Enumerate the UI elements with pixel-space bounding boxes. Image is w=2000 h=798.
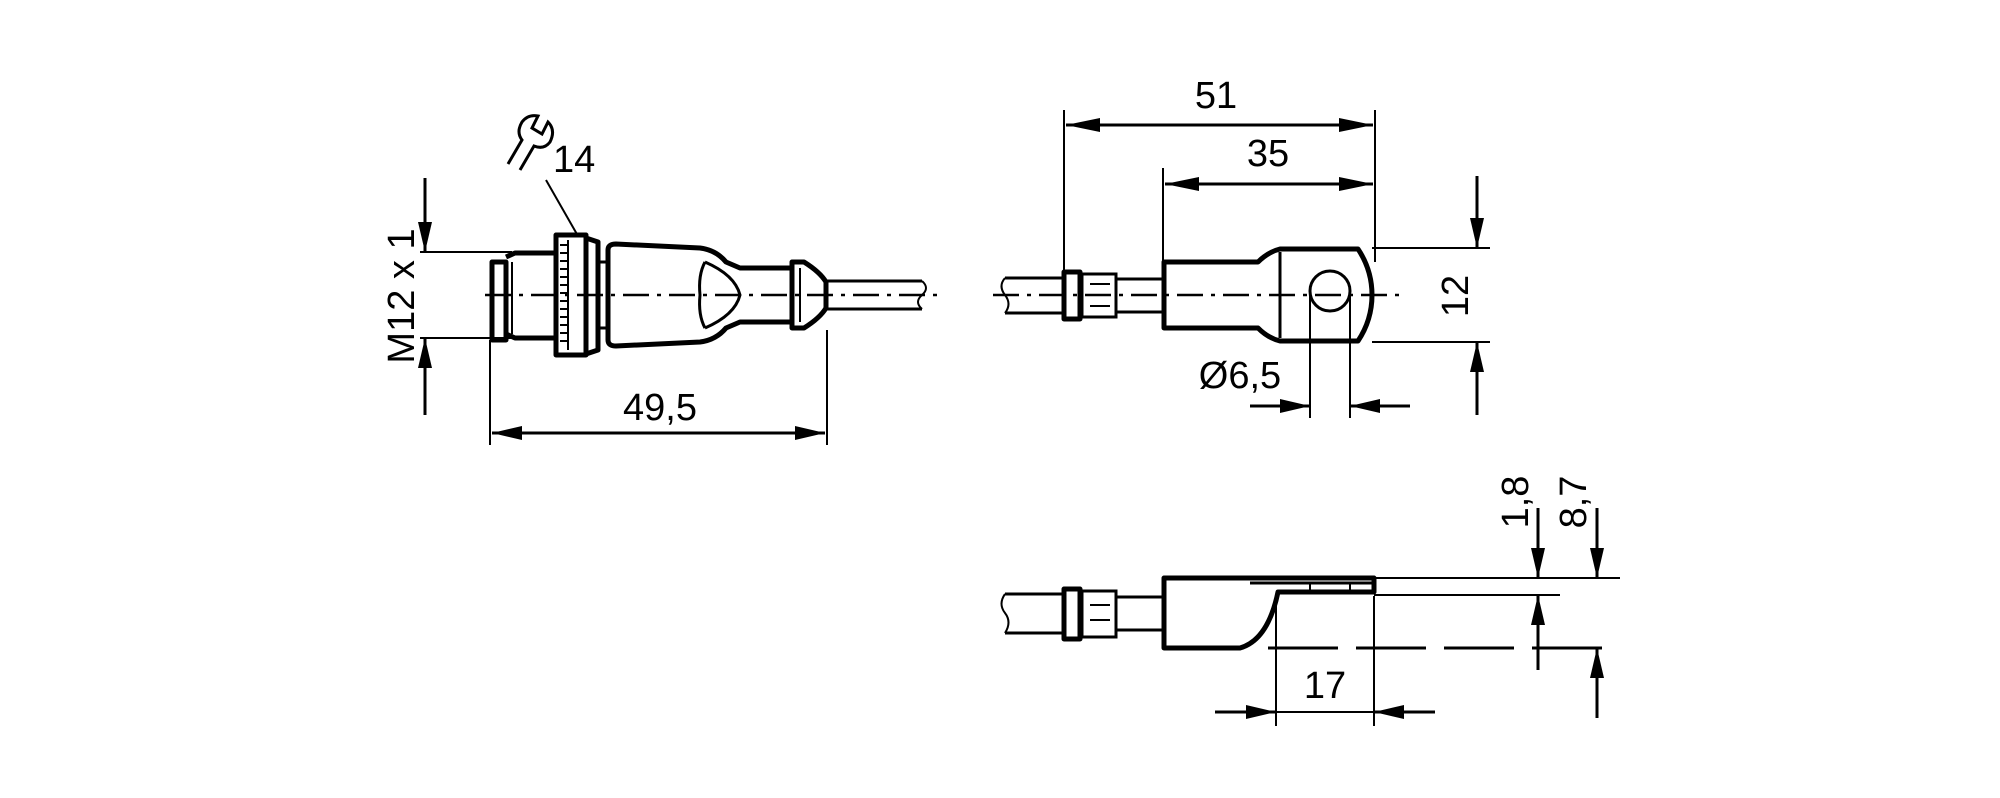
overall-length-label: 51 bbox=[1195, 75, 1237, 117]
ferrule-collar bbox=[1061, 586, 1083, 642]
lug-width-label: 12 bbox=[1435, 275, 1477, 317]
lug-length-label: 35 bbox=[1247, 133, 1289, 175]
thread-size-label: M12 x 1 bbox=[381, 228, 423, 363]
ferrule-collar bbox=[1061, 269, 1083, 322]
lug-hole bbox=[1308, 269, 1352, 313]
ring-lug bbox=[1161, 246, 1375, 344]
wrench-leader-line bbox=[545, 179, 579, 237]
thread-front-ring bbox=[489, 259, 509, 343]
wrench-icon bbox=[506, 114, 555, 171]
crimp-knurl bbox=[1080, 272, 1118, 319]
left-connector-view: M12 x 1 14 49,5 bbox=[381, 114, 940, 445]
body-grip-contour bbox=[704, 260, 742, 330]
offset-length-label: 17 bbox=[1304, 665, 1346, 707]
lug-side-profile bbox=[1161, 575, 1377, 651]
wrench-size-label: 14 bbox=[553, 139, 595, 181]
knurled-nut bbox=[553, 232, 610, 358]
cable bbox=[1005, 592, 1064, 635]
hole-diameter-label: Ø6,5 bbox=[1199, 355, 1281, 397]
length-label: 49,5 bbox=[623, 387, 697, 429]
height-label: 8,7 bbox=[1553, 476, 1595, 529]
cable bbox=[1005, 276, 1064, 315]
top-right-terminal-view: 51 35 12 Ø6,5 bbox=[993, 75, 1490, 418]
bottom-right-terminal-view: 1,8 8,7 17 bbox=[1000, 476, 1620, 726]
cable bbox=[826, 279, 922, 311]
thickness-label: 1,8 bbox=[1495, 476, 1537, 529]
